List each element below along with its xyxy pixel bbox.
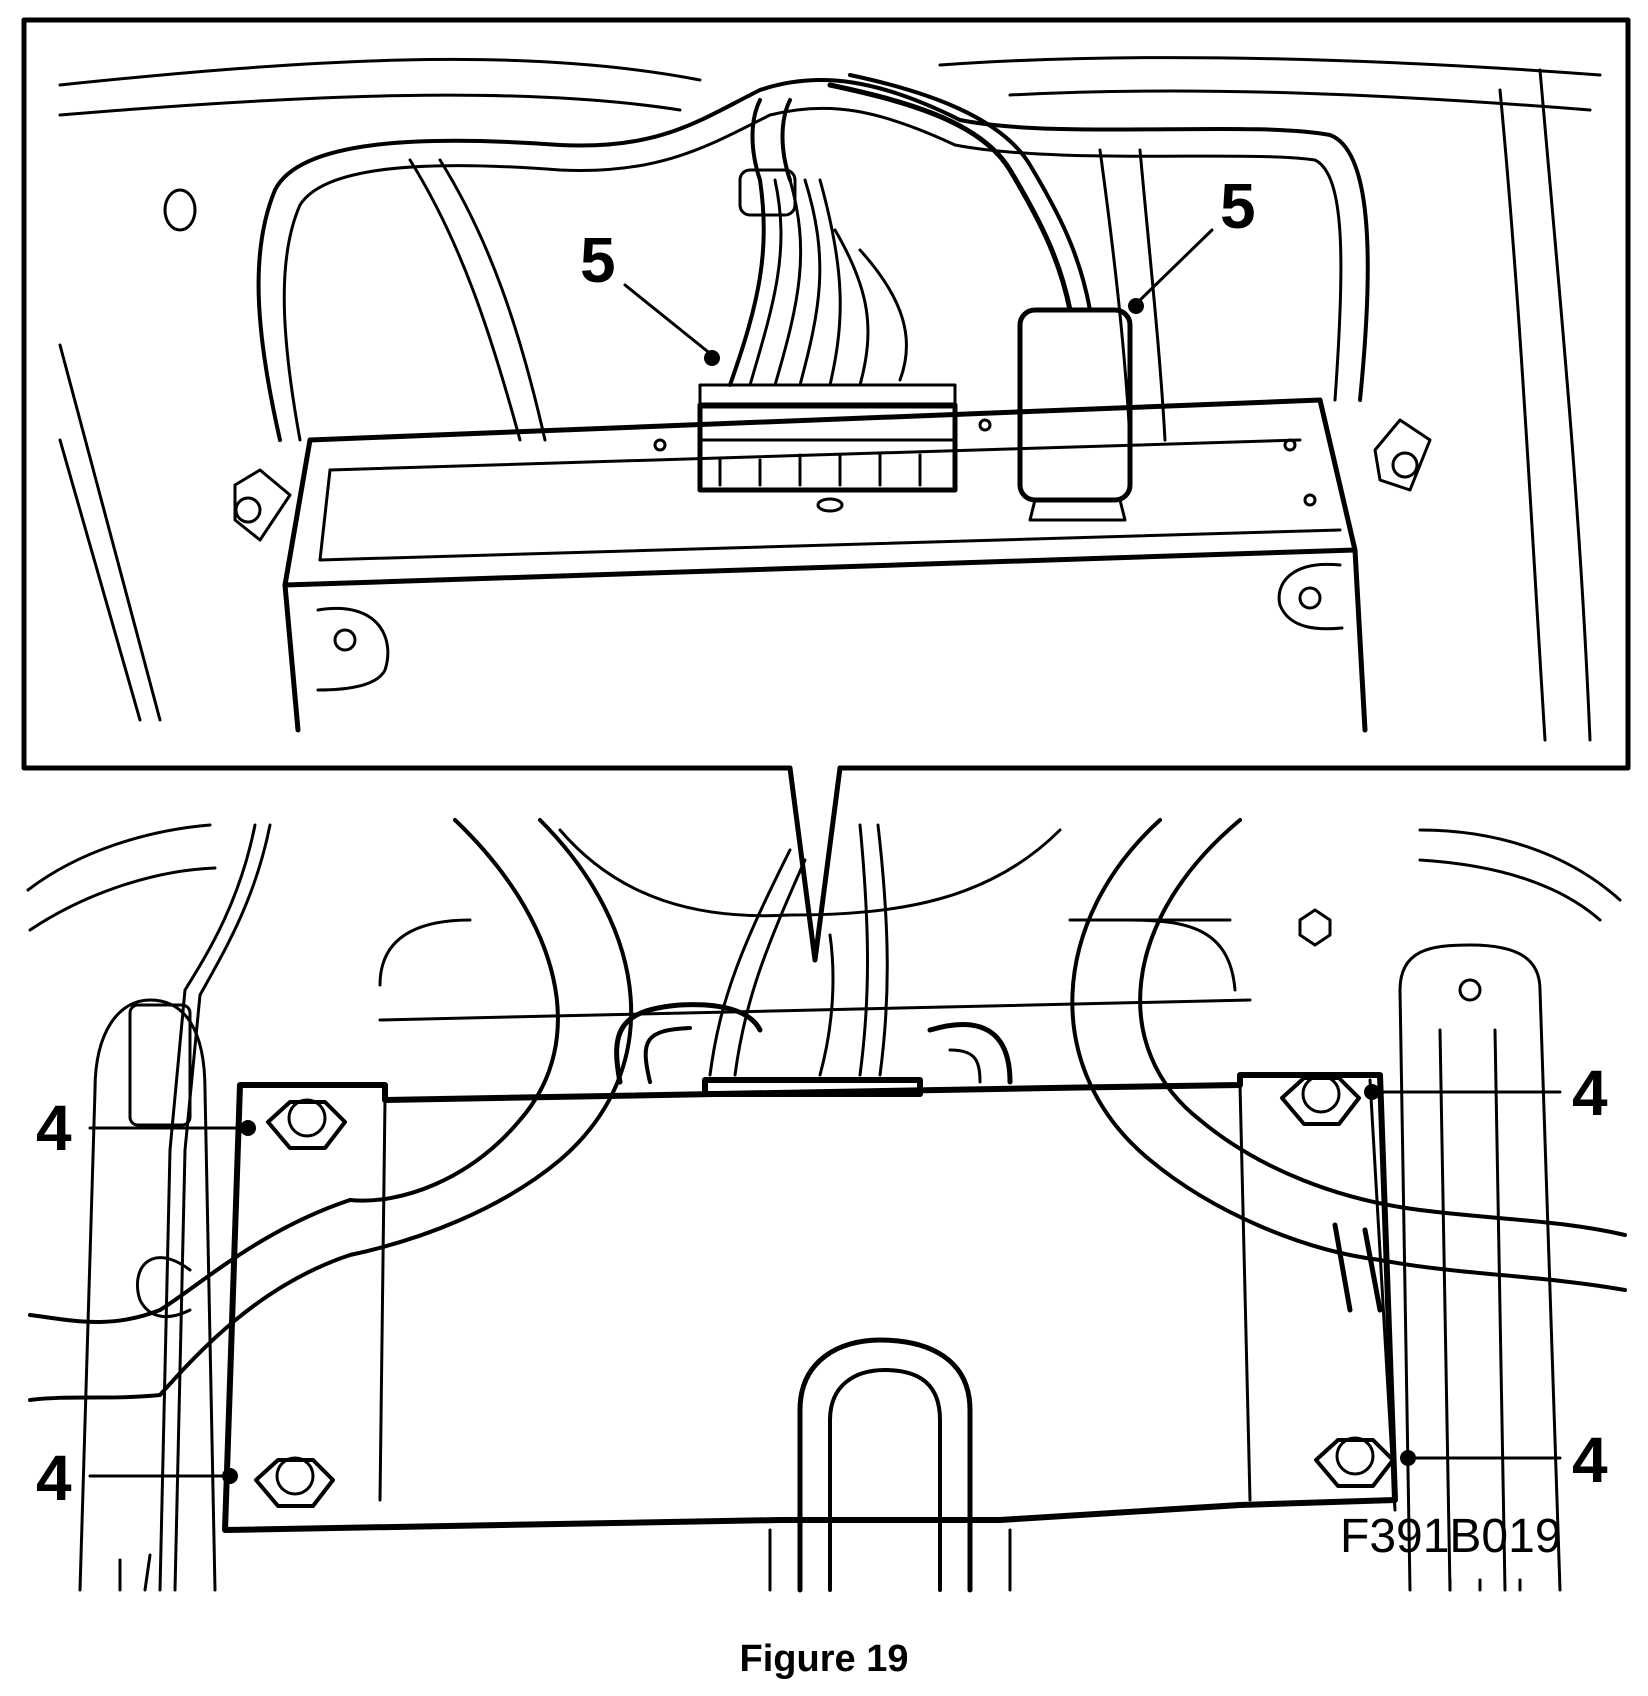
- left-harness-cable: [28, 818, 560, 1324]
- figure-code: F391B019: [1340, 1510, 1562, 1563]
- module-box-bottom: [222, 1072, 1398, 1533]
- callout-module-connector: 5: [580, 224, 616, 296]
- callout-nut-top-right: 4: [1572, 1057, 1608, 1129]
- callout-antenna-connector: 5: [1220, 170, 1256, 242]
- module-connector-block: [697, 402, 958, 493]
- nut-top-right: [1280, 1074, 1361, 1126]
- inset-frame: [21, 17, 1631, 963]
- callout-nut-bottom-right: 4: [1572, 1424, 1608, 1496]
- main-view: [26, 818, 1627, 1593]
- antenna-connector-plug: [1017, 307, 1133, 503]
- callout-nut-bottom-left: 4: [36, 1442, 72, 1514]
- nut-top-left: [266, 1098, 347, 1150]
- figure-caption: Figure 19: [739, 1638, 909, 1680]
- nut-bottom-right: [1314, 1436, 1395, 1488]
- callout-leaders: [88, 228, 1562, 1484]
- detail-inset: [21, 17, 1631, 963]
- callout-nut-top-left: 4: [36, 1092, 72, 1164]
- right-harness-cable: [1070, 818, 1627, 1292]
- nut-bottom-left: [254, 1456, 335, 1508]
